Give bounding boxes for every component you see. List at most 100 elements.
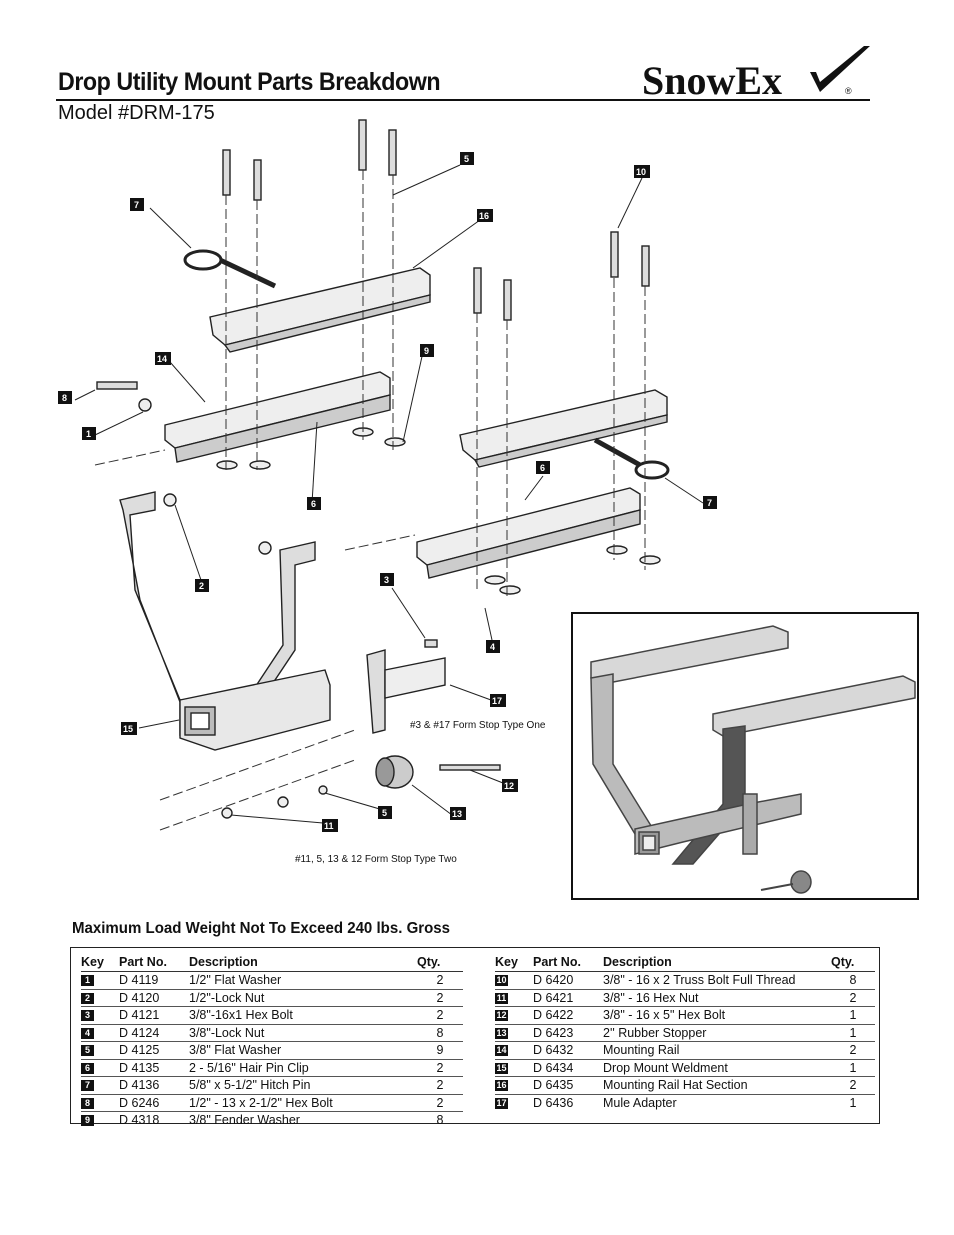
part-qty: 2: [417, 1076, 463, 1095]
part-description: 1/2" Flat Washer: [189, 971, 417, 990]
part-description: 2 - 5/16" Hair Pin Clip: [189, 1059, 417, 1077]
part-number: D 6246: [119, 1094, 189, 1112]
part-description: 3/8" - 16 x 5" Hex Bolt: [603, 1006, 831, 1025]
key-cell: 6: [81, 1059, 119, 1077]
part-qty: 9: [417, 1041, 463, 1060]
part-description: 3/8" - 16 Hex Nut: [603, 989, 831, 1007]
assembled-view-photo: [571, 612, 919, 900]
part-qty: 8: [831, 971, 875, 990]
part-number: D 4136: [119, 1076, 189, 1095]
key-cell: 8: [81, 1094, 119, 1112]
svg-text:6: 6: [311, 499, 316, 509]
col-part: Part No.: [119, 954, 189, 972]
part-number: D 4119: [119, 971, 189, 990]
part-number: D 4124: [119, 1024, 189, 1042]
part-qty: 2: [417, 1006, 463, 1025]
part-description: 3/8" - 16 x 2 Truss Bolt Full Thread: [603, 971, 831, 990]
key-badge: 17: [495, 1097, 508, 1109]
key-badge: 3: [81, 1010, 94, 1022]
part-qty: 2: [417, 1094, 463, 1112]
key-badge: 6: [81, 1062, 94, 1074]
svg-text:6: 6: [540, 463, 545, 473]
part-number: D 6420: [533, 971, 603, 990]
key-badge: 16: [495, 1080, 508, 1092]
part-qty: 8: [417, 1024, 463, 1042]
part-qty: 2: [417, 989, 463, 1007]
part-description: 5/8" x 5-1/2" Hitch Pin: [189, 1076, 417, 1095]
svg-text:1: 1: [86, 429, 91, 439]
key-badge: 1: [81, 975, 94, 987]
key-cell: 17: [495, 1094, 533, 1111]
svg-text:12: 12: [504, 781, 514, 791]
model-number: Model #DRM-175: [58, 102, 215, 124]
part-number: D 4318: [119, 1113, 160, 1128]
key-cell: 5: [81, 1041, 119, 1060]
part-description: Drop Mount Weldment: [603, 1059, 831, 1077]
part-description: 1/2"-Lock Nut: [189, 989, 417, 1007]
key-cell: 2: [81, 989, 119, 1007]
part-qty: 2: [831, 1076, 875, 1095]
part-description: 3/8" Flat Washer: [189, 1041, 417, 1060]
key-cell: 4: [81, 1024, 119, 1042]
key-cell: 9: [81, 1112, 119, 1129]
part-number: D 4120: [119, 989, 189, 1007]
part-qty: 1: [831, 1006, 875, 1025]
svg-text:2: 2: [199, 581, 204, 591]
key-badge: 5: [81, 1045, 94, 1057]
part-description: Mounting Rail Hat Section: [603, 1076, 831, 1095]
title-rule: [56, 99, 870, 101]
part-description: 3/8"-16x1 Hex Bolt: [189, 1006, 417, 1025]
part-number: D 6421: [533, 989, 603, 1007]
part-number: D 4125: [119, 1041, 189, 1060]
col-key: Key: [81, 954, 119, 972]
part-qty: 2: [417, 971, 463, 990]
svg-text:5: 5: [464, 154, 469, 164]
svg-text:8: 8: [62, 393, 67, 403]
key-cell: 14: [495, 1041, 533, 1060]
part-qty: 2: [831, 989, 875, 1007]
key-cell: 11: [495, 989, 533, 1007]
key-badge: 11: [495, 992, 508, 1004]
snowex-logo: SnowEx ®: [642, 46, 870, 102]
part-qty: 1: [831, 1059, 875, 1077]
svg-text:7: 7: [707, 498, 712, 508]
svg-text:®: ®: [845, 86, 852, 96]
svg-text:10: 10: [636, 167, 646, 177]
key-badge: 15: [495, 1062, 508, 1074]
svg-text:13: 13: [452, 809, 462, 819]
key-cell: 10: [495, 971, 533, 990]
part-number: D 4135: [119, 1059, 189, 1077]
svg-text:14: 14: [157, 354, 167, 364]
svg-text:5: 5: [382, 808, 387, 818]
part-qty: 1: [831, 1024, 875, 1042]
exploded-parts-diagram: 7 5 16 10 14 9 8 1 6 7 6 2 3 4 17 15 12 …: [58, 119, 717, 865]
part-description: 3/8" Fender Washer: [189, 1113, 300, 1128]
key-badge: 13: [495, 1027, 508, 1039]
key-cell: 15: [495, 1059, 533, 1077]
part-description: Mule Adapter: [603, 1095, 677, 1110]
key-cell: 7: [81, 1076, 119, 1095]
part-number: D 6436: [533, 1095, 574, 1110]
page-title: Drop Utility Mount Parts Breakdown: [58, 68, 441, 96]
part-number: D 6434: [533, 1059, 603, 1077]
key-badge: 14: [495, 1045, 508, 1057]
part-description: Mounting Rail: [603, 1041, 831, 1060]
part-qty: 2: [831, 1041, 875, 1060]
part-qty: 8: [436, 1113, 444, 1128]
col-desc: Description: [603, 954, 831, 972]
col-qty: Qty.: [831, 954, 875, 972]
